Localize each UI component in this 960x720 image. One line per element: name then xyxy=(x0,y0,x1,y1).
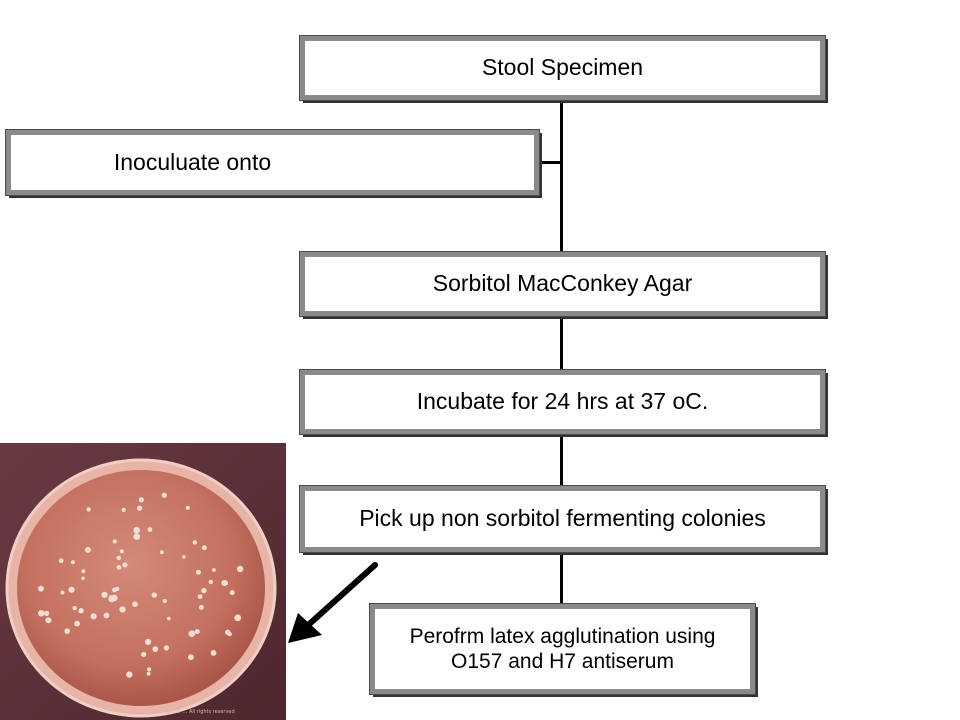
colony-dot xyxy=(146,671,151,676)
colony-dot xyxy=(101,591,108,598)
colony-dots xyxy=(38,492,244,678)
colony-dot xyxy=(74,620,80,627)
step-inoculate: Inoculuate onto xyxy=(5,129,540,196)
colony-dot xyxy=(43,610,50,616)
colony-dot xyxy=(210,650,217,656)
colony-dot xyxy=(147,667,152,672)
pointer-arrow xyxy=(288,562,378,643)
colony-dot xyxy=(236,565,244,573)
colony-dot xyxy=(163,645,170,651)
step-pick-up-label: Pick up non sorbitol fermenting colonies xyxy=(359,505,766,532)
colony-dot xyxy=(132,601,138,607)
petri-dish-photo: Copyright © ... All rights reserved xyxy=(0,443,286,720)
colony-dot xyxy=(58,558,64,564)
colony-dot xyxy=(197,594,203,599)
connector-trunk-top xyxy=(560,100,563,252)
connector-agar-incubate xyxy=(560,316,563,370)
colony-dot xyxy=(234,614,242,622)
colony-dot xyxy=(182,555,186,559)
colony-dot xyxy=(167,616,171,621)
colony-dot xyxy=(133,533,140,540)
colony-dot xyxy=(126,671,133,678)
colony-dot xyxy=(198,604,204,610)
step-sorbitol-macconkey-agar: Sorbitol MacConkey Agar xyxy=(299,251,826,317)
connector-incubate-pickup xyxy=(560,434,563,486)
colony-dot xyxy=(121,507,126,513)
colony-dot xyxy=(110,594,118,602)
colony-dot xyxy=(112,587,117,593)
colony-dot xyxy=(145,638,152,645)
colony-dot xyxy=(81,576,85,581)
colony-dot xyxy=(208,579,213,585)
colony-dot xyxy=(116,565,122,570)
colony-dot xyxy=(192,540,197,545)
colony-dot xyxy=(90,613,97,620)
step-incubate-label: Incubate for 24 hrs at 37 oC. xyxy=(416,388,709,415)
colony-dot xyxy=(72,605,77,611)
colony-dot xyxy=(78,608,84,614)
colony-dot xyxy=(112,539,117,544)
colony-dot xyxy=(81,569,86,574)
colony-dot xyxy=(147,527,153,532)
colony-dot xyxy=(227,631,232,637)
photo-watermark: Copyright © ... All rights reserved xyxy=(150,708,235,715)
colony-dot xyxy=(116,555,122,561)
colony-dot xyxy=(138,497,144,503)
colony-dot xyxy=(201,545,207,551)
colony-dot xyxy=(60,590,65,595)
colony-dot xyxy=(188,630,196,637)
colony-dot xyxy=(38,585,44,592)
step-latex-text: Perofrm latex agglutination using O157 a… xyxy=(410,624,716,674)
colony-dot xyxy=(162,598,167,604)
colony-dot xyxy=(103,612,110,619)
colony-dot xyxy=(194,629,200,635)
colony-dot xyxy=(185,505,190,510)
colony-dot xyxy=(136,505,143,511)
step-latex-line-1: Perofrm latex agglutination using xyxy=(409,624,716,648)
colony-dot xyxy=(45,617,52,624)
step-stool-specimen-label: Stool Specimen xyxy=(481,54,644,81)
connector-branch-inoculate xyxy=(538,161,562,164)
step-latex-agglutination: Perofrm latex agglutination using O157 a… xyxy=(369,603,756,695)
colony-dot xyxy=(64,628,70,634)
colony-dot xyxy=(152,646,159,652)
step-agar-label: Sorbitol MacConkey Agar xyxy=(432,270,693,297)
colony-dot xyxy=(141,651,147,657)
colony-dot xyxy=(38,610,45,617)
colony-dot xyxy=(161,492,167,498)
step-incubate: Incubate for 24 hrs at 37 oC. xyxy=(299,369,826,435)
colony-dot xyxy=(151,592,157,598)
colony-dot xyxy=(196,569,201,575)
connector-pickup-latex xyxy=(560,552,563,604)
step-inoculate-label: Inoculuate onto xyxy=(113,148,272,175)
step-pick-up-colonies: Pick up non sorbitol fermenting colonies xyxy=(299,485,826,553)
colony-dot xyxy=(229,590,235,596)
colony-dot xyxy=(70,560,75,565)
colony-dot xyxy=(160,550,164,555)
colony-dot xyxy=(84,546,91,553)
colony-dot xyxy=(68,586,75,593)
colony-dot xyxy=(133,526,140,534)
colony-dot xyxy=(224,581,229,586)
colony-dot xyxy=(188,654,194,661)
colony-dot xyxy=(201,587,207,594)
colony-dot xyxy=(119,549,124,554)
colony-dot xyxy=(212,568,216,572)
colony-dot xyxy=(119,606,126,613)
colony-dot xyxy=(122,562,128,568)
colony-dot xyxy=(86,507,91,512)
step-stool-specimen: Stool Specimen xyxy=(299,35,826,101)
step-latex-line-2: O157 and H7 antiserum xyxy=(451,650,674,673)
